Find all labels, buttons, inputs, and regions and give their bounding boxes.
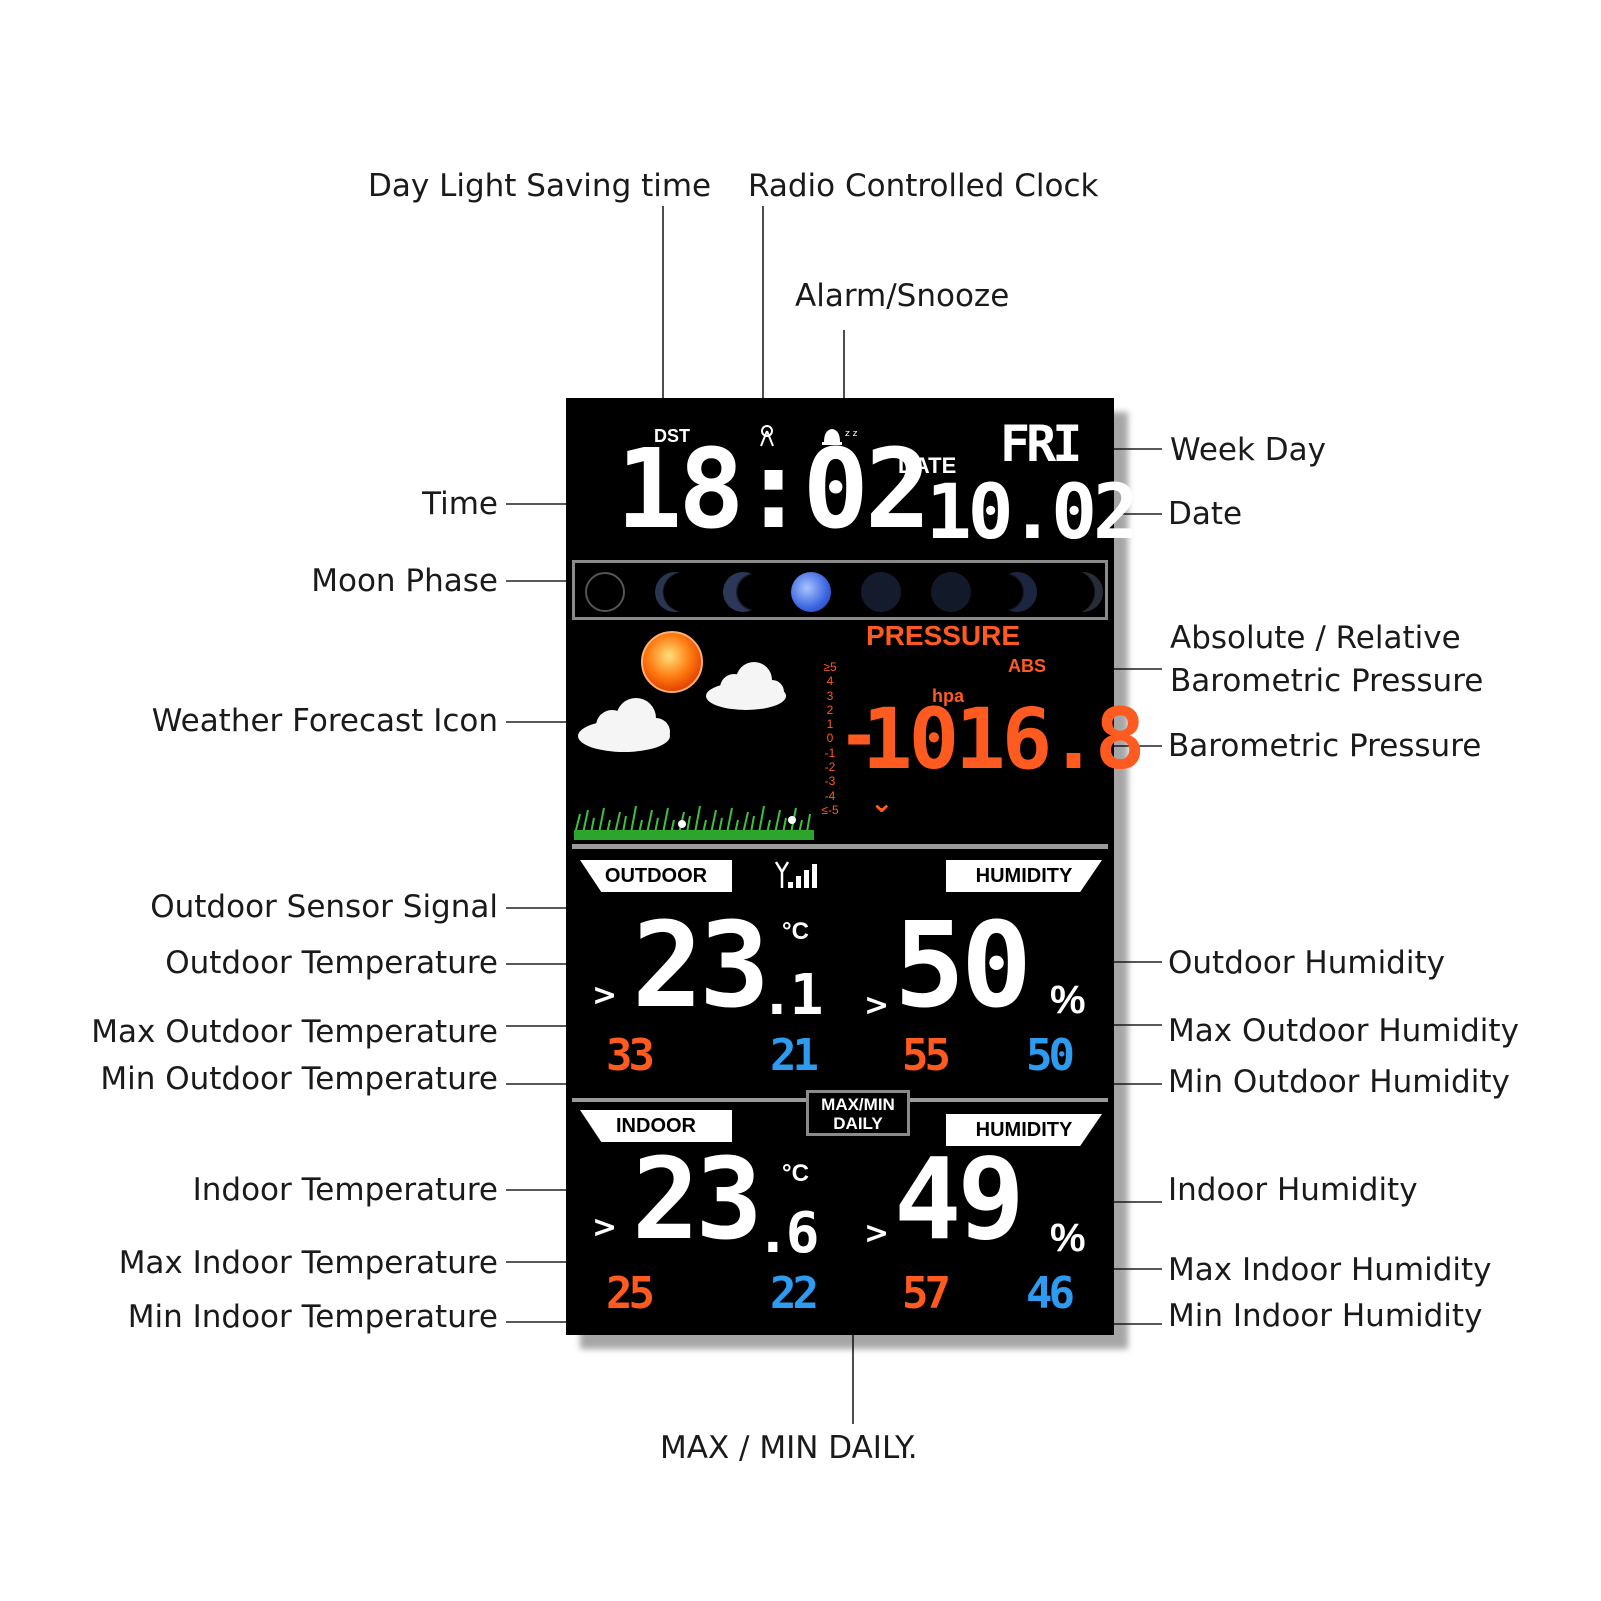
callout-signal: Outdoor Sensor Signal — [150, 889, 498, 925]
callout-week-day: Week Day — [1170, 432, 1326, 468]
indoor-tag: INDOOR — [580, 1110, 732, 1142]
date-label: DATE — [898, 453, 957, 478]
min-outdoor-humidity: 50 — [1026, 1030, 1075, 1081]
indoor-humidity: 49 — [894, 1135, 1025, 1265]
outdoor-tag: OUTDOOR — [580, 860, 732, 892]
callout-alarm: Alarm/Snooze — [795, 278, 1010, 314]
hpa-unit: hpa — [932, 686, 965, 706]
min-outdoor-temperature: 21 — [770, 1030, 819, 1081]
alarm-bell-icon: z z — [822, 429, 858, 445]
callout-pressure: Barometric Pressure — [1168, 728, 1482, 764]
pressure-value: 1016.8 — [862, 690, 1145, 788]
week-day: FRI — [1000, 415, 1082, 473]
outdoor-celsius-unit: °C — [782, 918, 809, 945]
callout-max-in-temp: Max Indoor Temperature — [118, 1245, 498, 1281]
max-indoor-temperature: 25 — [606, 1268, 655, 1319]
max-outdoor-temperature: 33 — [606, 1030, 655, 1081]
pressure-label: PRESSURE — [866, 620, 1021, 651]
callout-min-out-hum: Min Outdoor Humidity — [1168, 1064, 1510, 1100]
moon-waning-crescent-icon — [1063, 572, 1103, 612]
min-indoor-humidity: 46 — [1026, 1268, 1075, 1319]
callout-out-temp: Outdoor Temperature — [165, 945, 498, 981]
max-outdoor-humidity: 55 — [902, 1030, 951, 1081]
signal-bars-icon — [774, 861, 817, 888]
clock-time: 18:02 — [616, 425, 931, 553]
indoor-temperature: 23 — [632, 1135, 763, 1265]
outdoor-temperature: 23 — [632, 896, 770, 1034]
outdoor-temp-chevron: > — [592, 978, 618, 1013]
moon-full-icon — [791, 572, 831, 612]
callout-forecast: Weather Forecast Icon — [151, 703, 498, 739]
callout-max-in-hum: Max Indoor Humidity — [1168, 1252, 1492, 1288]
callout-dst: Day Light Saving time — [368, 168, 712, 204]
callout-in-temp: Indoor Temperature — [192, 1172, 498, 1208]
callout-time: Time — [422, 486, 498, 522]
radio-antenna-icon — [760, 425, 774, 447]
maxmin-line1: MAX/MIN — [821, 1095, 895, 1114]
indoor-humidity-tag: HUMIDITY — [946, 1114, 1102, 1146]
outdoor-humidity: 50 — [894, 896, 1032, 1034]
callout-date: Date — [1168, 496, 1243, 532]
pressure-trend-arrow: ⌄ — [870, 786, 894, 819]
indoor-humidity-chevron: > — [864, 1216, 890, 1251]
callout-max-out-temp: Max Outdoor Temperature — [91, 1014, 498, 1050]
callout-radio-clock: Radio Controlled Clock — [748, 168, 1099, 204]
weather-station-display: DST z z 18:02 DATE FRI 10.02 — [566, 398, 1145, 1335]
moon-gibbous-icon — [861, 572, 901, 612]
indoor-celsius-unit: °C — [782, 1160, 809, 1187]
moon-phase-bar — [572, 560, 1108, 620]
indoor-temperature-decimal: .6 — [756, 1201, 819, 1266]
dst-indicator: DST — [654, 426, 690, 446]
moon-last-quarter-icon — [997, 572, 1037, 612]
outdoor-percent-unit: % — [1050, 978, 1086, 1022]
callout-min-out-temp: Min Outdoor Temperature — [100, 1061, 498, 1097]
indoor-percent-unit: % — [1050, 1216, 1086, 1260]
callout-abs-rel-line2: Barometric Pressure — [1170, 663, 1484, 699]
outdoor-humidity-chevron: > — [864, 988, 890, 1023]
callout-in-hum: Indoor Humidity — [1168, 1172, 1418, 1208]
svg-text:z z: z z — [845, 429, 858, 439]
min-indoor-temperature: 22 — [770, 1268, 819, 1319]
callout-abs-rel-line1: Absolute / Relative — [1170, 620, 1461, 656]
date-value: 10.02 — [926, 467, 1139, 556]
callout-max-out-hum: Max Outdoor Humidity — [1168, 1013, 1519, 1049]
max-indoor-humidity: 57 — [902, 1268, 951, 1319]
divider-top — [572, 844, 1108, 849]
moon-waning-icon — [931, 572, 971, 612]
moon-new-icon — [585, 572, 625, 612]
callout-min-in-hum: Min Indoor Humidity — [1168, 1298, 1483, 1334]
callout-out-hum: Outdoor Humidity — [1168, 945, 1445, 981]
maxmin-line2: DAILY — [833, 1114, 883, 1133]
outdoor-humidity-tag: HUMIDITY — [946, 860, 1102, 892]
outdoor-temperature-decimal: .1 — [760, 963, 823, 1028]
callout-moon-phase: Moon Phase — [311, 563, 498, 599]
abs-indicator: ABS — [1008, 656, 1047, 676]
indoor-temp-chevron: > — [592, 1210, 618, 1245]
pressure-sign: - — [838, 695, 880, 777]
maxmin-daily-button[interactable]: MAX/MIN DAILY — [806, 1090, 910, 1136]
moon-crescent-icon — [655, 572, 695, 612]
callout-maxmin-daily: MAX / MIN DAILY. — [660, 1430, 918, 1466]
weather-forecast-icon — [574, 631, 814, 840]
moon-quarter-icon — [723, 572, 763, 612]
callout-min-in-temp: Min Indoor Temperature — [127, 1299, 498, 1335]
